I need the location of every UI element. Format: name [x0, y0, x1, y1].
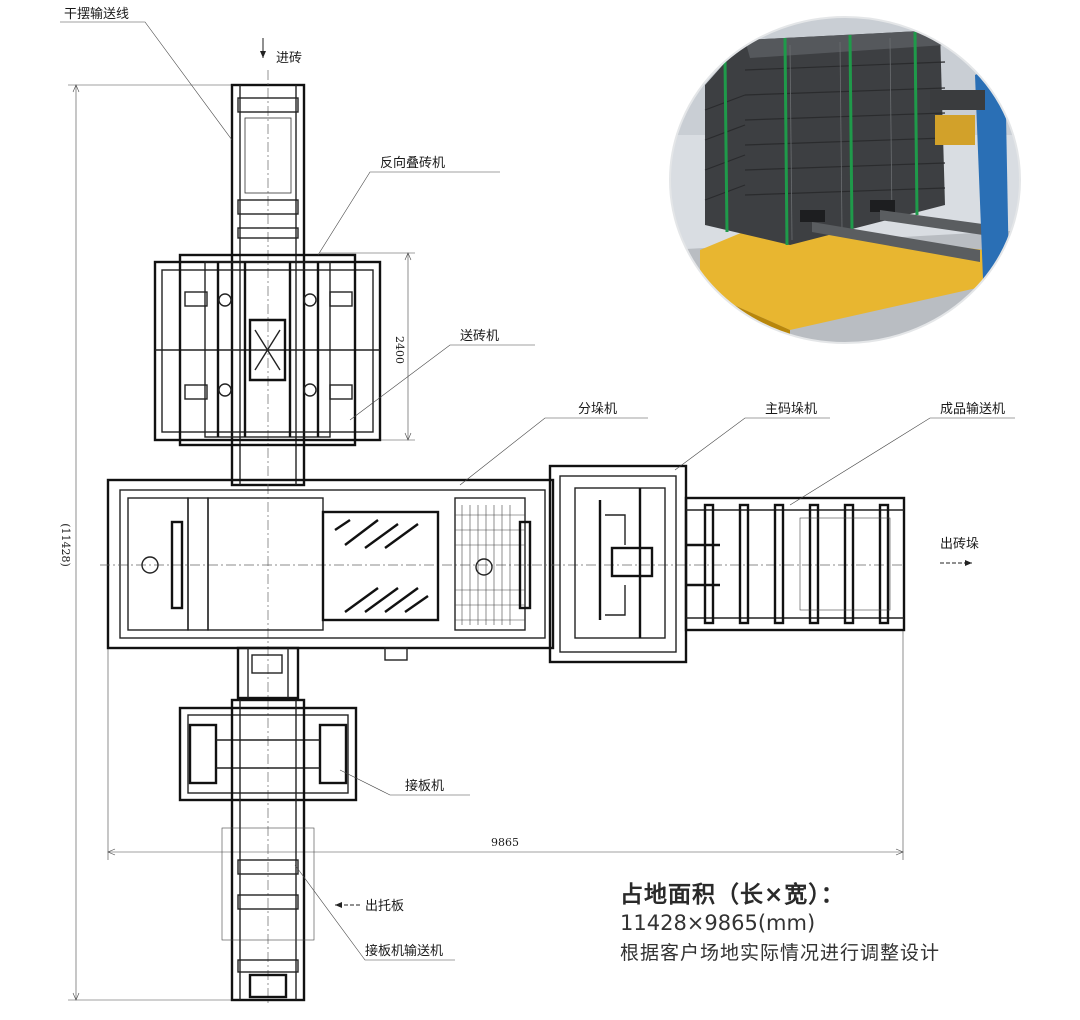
label-trunk-conveyor: 干摆输送线: [64, 6, 129, 22]
leader-lines: [60, 21, 1015, 961]
label-board-receiver: 接板机: [405, 778, 444, 794]
footprint-size: 11428×9865(mm): [620, 911, 816, 935]
dim-length: (11428): [59, 84, 240, 1001]
footprint-info: 占地面积（长×宽）： 11428×9865(mm) 根据客户场地实际情况进行调整…: [620, 875, 1060, 965]
label-board-out: 出托板: [365, 899, 404, 914]
trunk-conveyor: [230, 70, 306, 1005]
total-width-dim: 9865: [491, 836, 519, 849]
lower-conveyor: [236, 646, 300, 700]
product-conveyor: [684, 496, 906, 632]
receiver-conveyor: [221, 698, 315, 1002]
label-splitter: 分垛机: [578, 402, 617, 417]
label-reverse-stacker: 反向叠砖机: [380, 155, 445, 171]
label-brick-out: 出砖垛: [940, 537, 979, 552]
height-2400-dim: 2400: [393, 336, 406, 364]
label-product-conveyor: 成品输送机: [940, 401, 1005, 417]
main-frame: [100, 478, 905, 661]
machine-layout: (11428) 9865 2400: [59, 6, 1015, 1005]
main-stacker: [548, 464, 720, 664]
pallet: [700, 225, 990, 330]
board-receiver: [178, 706, 358, 802]
label-brick-feeder: 送砖机: [460, 329, 499, 344]
total-length-dim: (11428): [59, 523, 72, 567]
dim-width: 9865: [107, 630, 904, 860]
footprint-title: 占地面积（长×宽）：: [620, 882, 845, 908]
label-receiver-conveyor: 接板机输送机: [365, 943, 443, 959]
dim-2400: 2400: [320, 252, 415, 441]
label-main-stacker: 主码垛机: [765, 402, 817, 417]
brick-stack: [704, 30, 946, 246]
stacker-block: [153, 253, 382, 447]
footprint-note: 根据客户场地实际情况进行调整设计: [620, 942, 941, 964]
label-brick-in: 进砖: [276, 51, 302, 66]
flow-arrows: [260, 38, 972, 908]
